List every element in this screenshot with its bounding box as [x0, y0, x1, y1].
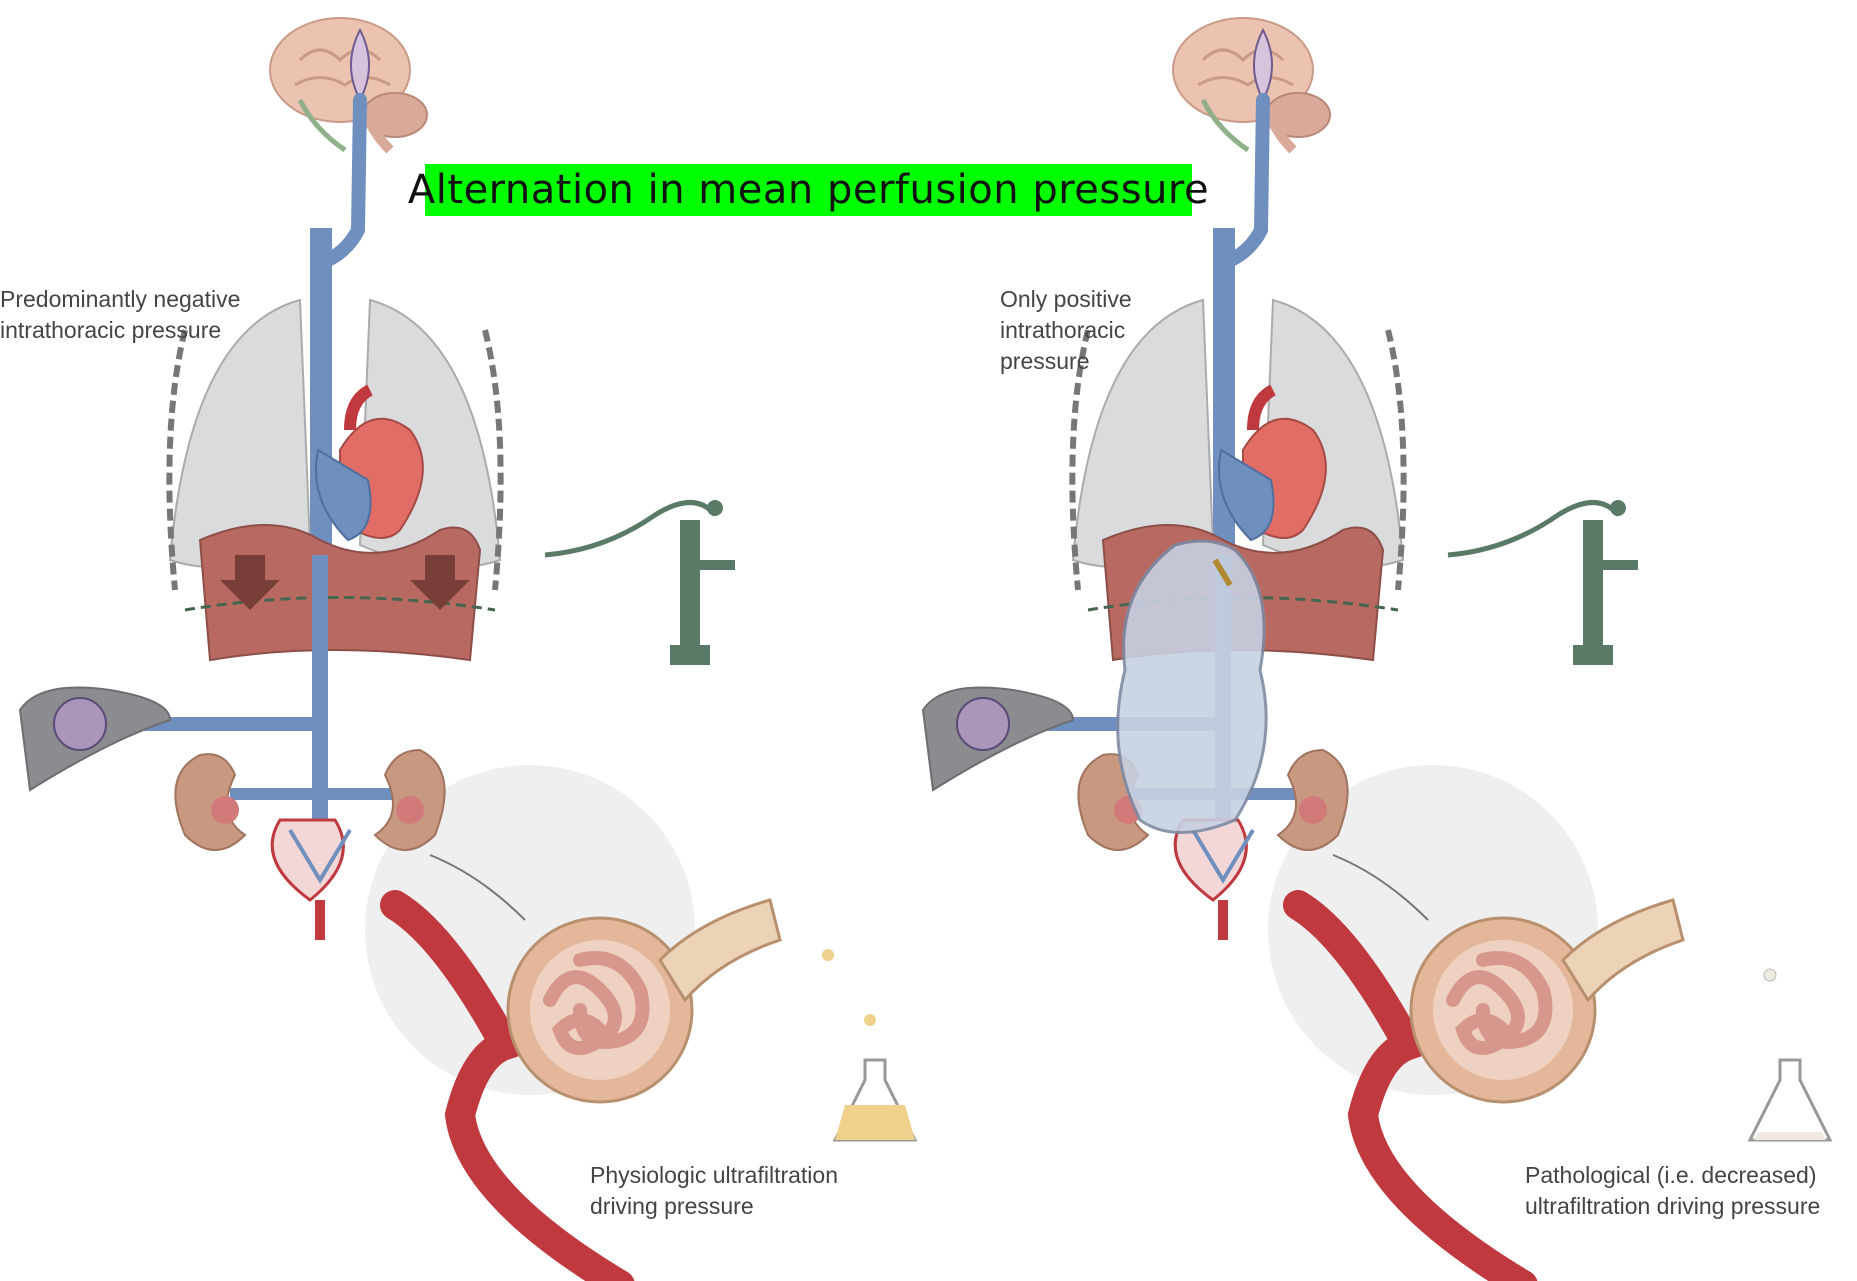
urine-flask-normal: [835, 1060, 915, 1140]
ultrafiltration-label-line: Pathological (i.e. decreased): [1525, 1160, 1820, 1191]
thorax-label-right: Only positive intrathoracic pressure: [1000, 284, 1132, 377]
urine-drop: [864, 1014, 876, 1026]
ultrafiltration-label-line: ultrafiltration driving pressure: [1525, 1191, 1820, 1222]
ultrafiltration-label-line: driving pressure: [590, 1191, 838, 1222]
urine-drop: [822, 949, 834, 961]
ultrafiltration-label-left: Physiologic ultrafiltration driving pres…: [590, 1160, 838, 1222]
title: Alternation in mean perfusion pressure: [408, 167, 1209, 213]
abdominal-compression-bag: [1118, 541, 1266, 833]
thorax-label-line: Only positive: [1000, 284, 1132, 315]
thorax-label-line: intrathoracic pressure: [0, 315, 240, 346]
thorax-label-left: Predominantly negative intrathoracic pre…: [0, 284, 240, 346]
ultrafiltration-label-line: Physiologic ultrafiltration: [590, 1160, 838, 1191]
ultrafiltration-label-right: Pathological (i.e. decreased) ultrafiltr…: [1525, 1160, 1820, 1222]
thorax-label-line: Predominantly negative: [0, 284, 240, 315]
title-banner: Alternation in mean perfusion pressure: [425, 164, 1192, 216]
urine-flask-low: [1750, 1060, 1830, 1140]
thorax-label-line: intrathoracic: [1000, 315, 1132, 346]
thorax-label-line: pressure: [1000, 346, 1132, 377]
urine-drop: [1764, 969, 1776, 981]
